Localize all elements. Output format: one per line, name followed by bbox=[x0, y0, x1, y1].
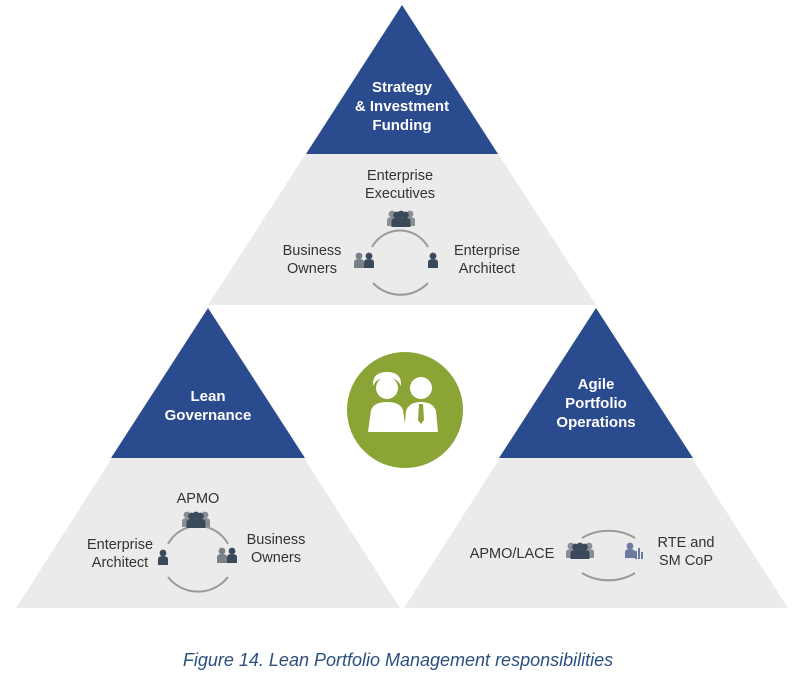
right-title-line-1: Agile bbox=[577, 376, 615, 393]
role-label-line: Owners bbox=[287, 261, 337, 277]
role-label-line: SM CoP bbox=[659, 553, 713, 569]
pair-icon bbox=[217, 547, 237, 563]
top-title-line-1: Strategy bbox=[371, 79, 433, 96]
right-cycle-arcs bbox=[581, 529, 636, 582]
top-triangle-gray bbox=[208, 5, 596, 305]
role-label-line: Business bbox=[282, 243, 342, 259]
left-triangle-blue bbox=[111, 308, 305, 458]
role-label-line: APMO/LACE bbox=[469, 546, 555, 562]
role-label-line: Owners bbox=[251, 550, 301, 566]
role-label-line: Enterprise bbox=[86, 537, 154, 553]
figure-caption: Figure 14. Lean Portfolio Management res… bbox=[182, 650, 614, 670]
top-title-line-3: Funding bbox=[372, 117, 432, 134]
person-icon bbox=[428, 252, 438, 268]
left-title-line-1: Lean bbox=[190, 388, 226, 405]
team-icon bbox=[625, 542, 643, 559]
top-triangle-blue bbox=[306, 5, 498, 154]
role-label-line: Enterprise bbox=[453, 243, 521, 259]
role-label-line: Executives bbox=[364, 186, 436, 202]
role-label-line: APMO bbox=[176, 491, 220, 507]
role-label-line: Architect bbox=[91, 555, 149, 571]
person-icon bbox=[158, 549, 168, 565]
left-title-line-2: Governance bbox=[164, 407, 252, 424]
top-title-line-2: & Investment bbox=[354, 98, 450, 115]
role-label-line: Architect bbox=[458, 261, 516, 277]
top-section-title: Strategy & Investment Funding bbox=[322, 78, 482, 135]
left-role-apmo: APMO bbox=[158, 490, 238, 508]
right-section-title: Agile Portfolio Operations bbox=[526, 375, 666, 432]
role-label-line: Business bbox=[246, 532, 306, 548]
right-role-rte-sm-cop: RTE and SM CoP bbox=[648, 534, 724, 570]
right-role-apmo-lace: APMO/LACE bbox=[464, 545, 560, 563]
top-cycle-arcs bbox=[371, 229, 429, 296]
group-icon bbox=[566, 542, 594, 559]
right-triangle-blue bbox=[499, 308, 693, 458]
role-label-line: RTE and bbox=[657, 535, 715, 551]
top-role-business-owners: Business Owners bbox=[272, 242, 352, 278]
right-title-line-2: Portfolio bbox=[565, 395, 627, 412]
left-role-business-owners: Business Owners bbox=[236, 531, 316, 567]
role-label-line: Enterprise bbox=[366, 168, 434, 184]
group-icon bbox=[387, 210, 415, 227]
left-role-enterprise-architect: Enterprise Architect bbox=[75, 536, 165, 572]
top-role-executives: Enterprise Executives bbox=[340, 167, 460, 203]
center-people-icon bbox=[347, 352, 463, 468]
pair-icon bbox=[354, 252, 374, 268]
right-title-line-3: Operations bbox=[556, 414, 636, 431]
group-icon bbox=[182, 511, 210, 528]
left-section-title: Lean Governance bbox=[140, 387, 276, 425]
top-role-enterprise-architect: Enterprise Architect bbox=[442, 242, 532, 278]
